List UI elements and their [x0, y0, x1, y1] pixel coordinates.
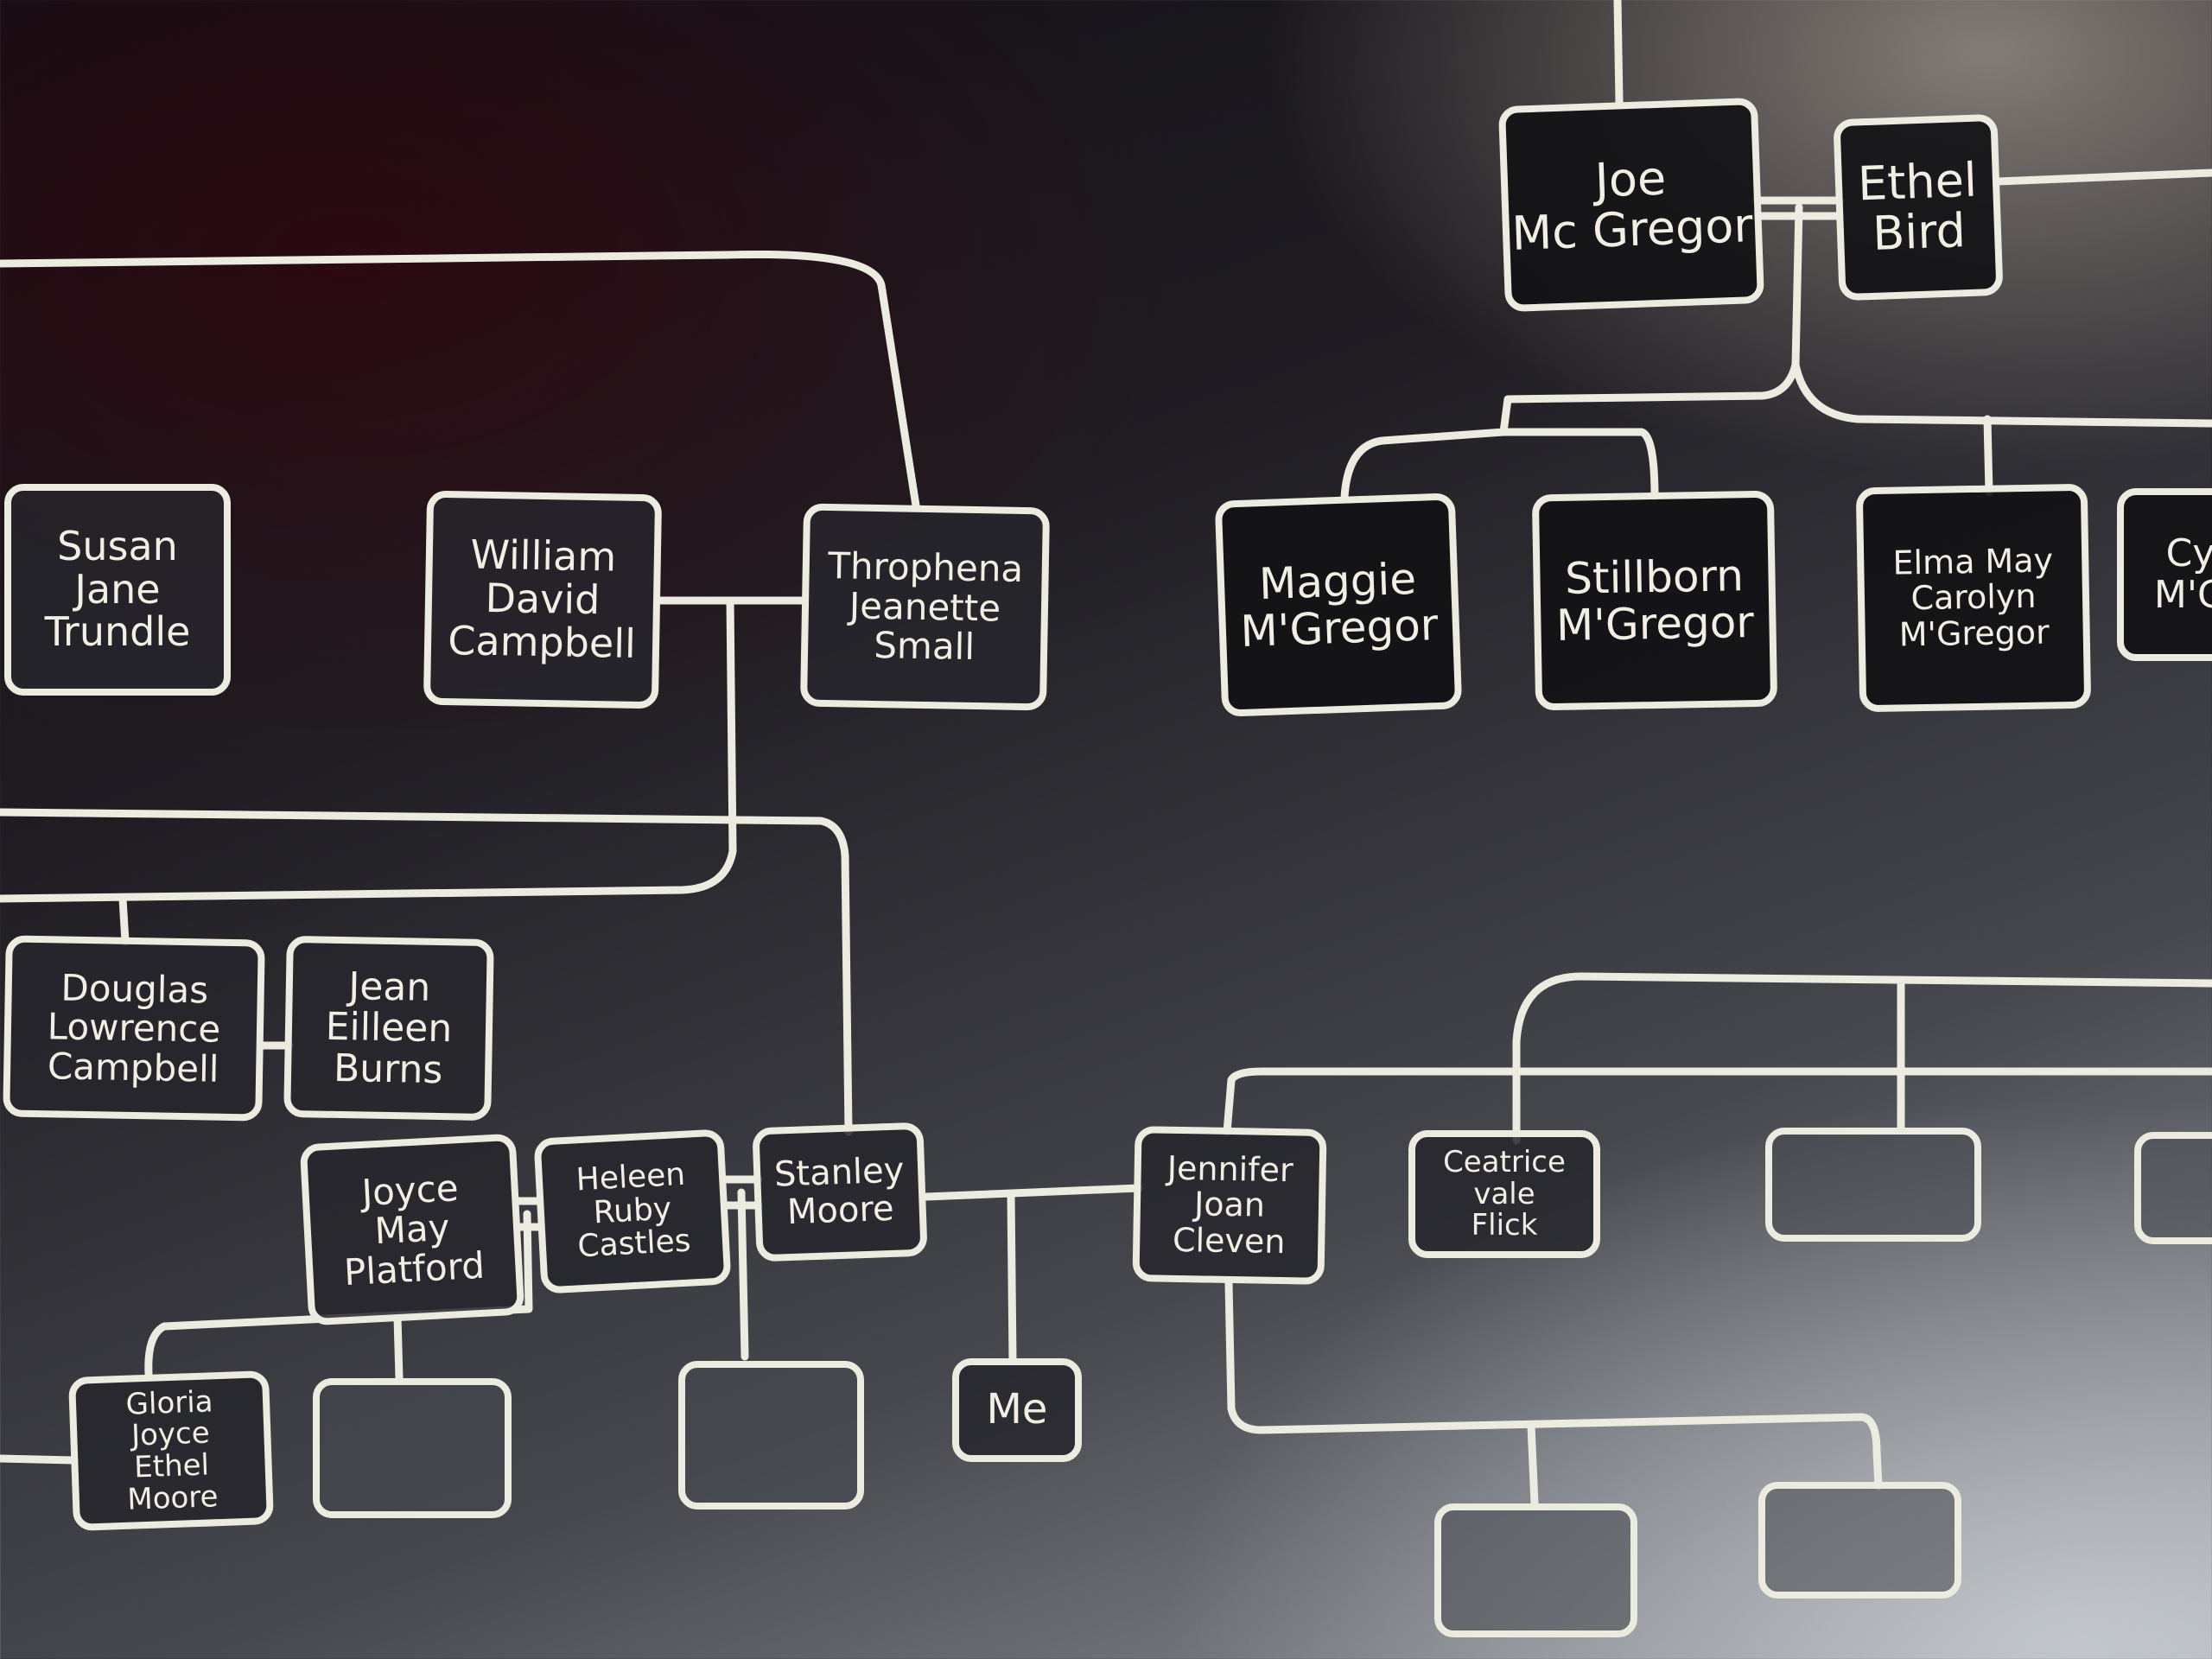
- line-me-parent: [1007, 1190, 1017, 1365]
- person-name: Stillborn M'Gregor: [1555, 550, 1755, 651]
- person-heleen-castles[interactable]: Heleen Ruby Castles: [533, 1128, 732, 1294]
- line-william-children: [0, 596, 737, 903]
- person-susan-trundle[interactable]: Susan Jane Trundle: [4, 484, 231, 696]
- person-name: Ethel Bird: [1857, 152, 1978, 261]
- line-joe-parent: [1613, 0, 1624, 106]
- line-stanley-parent: [0, 808, 853, 1136]
- person-name: Joyce May Platford: [342, 1166, 486, 1294]
- person-jennifer-cleven[interactable]: Jennifer Joan Cleven: [1132, 1126, 1327, 1285]
- person-unnamed-child-2[interactable]: [678, 1361, 864, 1510]
- line-jennifer-children: [1224, 1279, 1883, 1508]
- line-jennifer-siblings: [1223, 972, 2212, 1145]
- person-maggie-mcgregor[interactable]: Maggie M'Gregor: [1214, 493, 1463, 717]
- person-joe-mcgregor[interactable]: Joe Mc Gregor: [1497, 97, 1765, 313]
- line-stanley-jennifer: [922, 1184, 1143, 1201]
- line-douglas-parent: [118, 894, 130, 946]
- person-name: Throphena Jeanette Small: [827, 544, 1024, 669]
- line-ethel-right: [1993, 168, 2212, 186]
- line-heleen-children: [737, 1188, 749, 1361]
- person-joyce-platford[interactable]: Joyce May Platford: [299, 1133, 525, 1326]
- person-unnamed-child-4[interactable]: [1758, 1482, 1961, 1599]
- person-stillborn-mcgregor[interactable]: Stillborn M'Gregor: [1531, 490, 1778, 711]
- line-gloria-spouse: [0, 1454, 78, 1465]
- person-douglas-campbell[interactable]: Douglas Lowrence Campbell: [3, 935, 265, 1122]
- person-unnamed-sibling-1[interactable]: [1765, 1128, 1981, 1242]
- person-unnamed-sibling-2[interactable]: [2134, 1132, 2212, 1244]
- person-name: Cy M'G: [2153, 531, 2212, 617]
- person-gloria-moore[interactable]: Gloria Joyce Ethel Moore: [67, 1370, 275, 1531]
- line-joe-ethel-children: [1340, 203, 2212, 501]
- line-throphena-parent: [0, 250, 920, 510]
- person-cy-mcgregor-partial[interactable]: Cy M'G: [2117, 488, 2212, 661]
- person-name: Heleen Ruby Castles: [575, 1156, 692, 1265]
- person-name: Maggie M'Gregor: [1239, 553, 1440, 657]
- person-name: Gloria Joyce Ethel Moore: [124, 1383, 219, 1517]
- person-stanley-moore[interactable]: Stanley Moore: [752, 1122, 928, 1262]
- person-beatrice-flick[interactable]: Ceatrice vale Flick: [1408, 1130, 1600, 1258]
- person-name: William David Campbell: [447, 531, 637, 667]
- person-william-campbell[interactable]: William David Campbell: [423, 490, 663, 709]
- person-name: Elma May Carolyn M'Gregor: [1892, 541, 2054, 654]
- person-name: Joe Mc Gregor: [1510, 150, 1754, 261]
- person-name: Stanley Moore: [773, 1150, 906, 1232]
- person-throphena-small[interactable]: Throphena Jeanette Small: [799, 503, 1051, 711]
- person-ethel-bird[interactable]: Ethel Bird: [1833, 113, 2004, 302]
- person-me[interactable]: Me: [952, 1358, 1082, 1462]
- person-name: Ceatrice vale Flick: [1443, 1144, 1566, 1243]
- person-unnamed-child-3[interactable]: [1434, 1503, 1637, 1637]
- person-jean-burns[interactable]: Jean Eilleen Burns: [283, 935, 494, 1122]
- person-name: Me: [986, 1385, 1048, 1434]
- person-name: Douglas Lowrence Campbell: [47, 966, 221, 1090]
- line-joyce-children: [144, 1210, 533, 1382]
- person-name: Susan Jane Trundle: [44, 522, 191, 656]
- person-name: Jennifer Joan Cleven: [1166, 1149, 1294, 1261]
- person-elma-mcgregor[interactable]: Elma May Carolyn M'Gregor: [1855, 483, 2092, 713]
- person-unnamed-child-1[interactable]: [313, 1378, 512, 1518]
- person-name: Jean Eilleen Burns: [325, 963, 453, 1092]
